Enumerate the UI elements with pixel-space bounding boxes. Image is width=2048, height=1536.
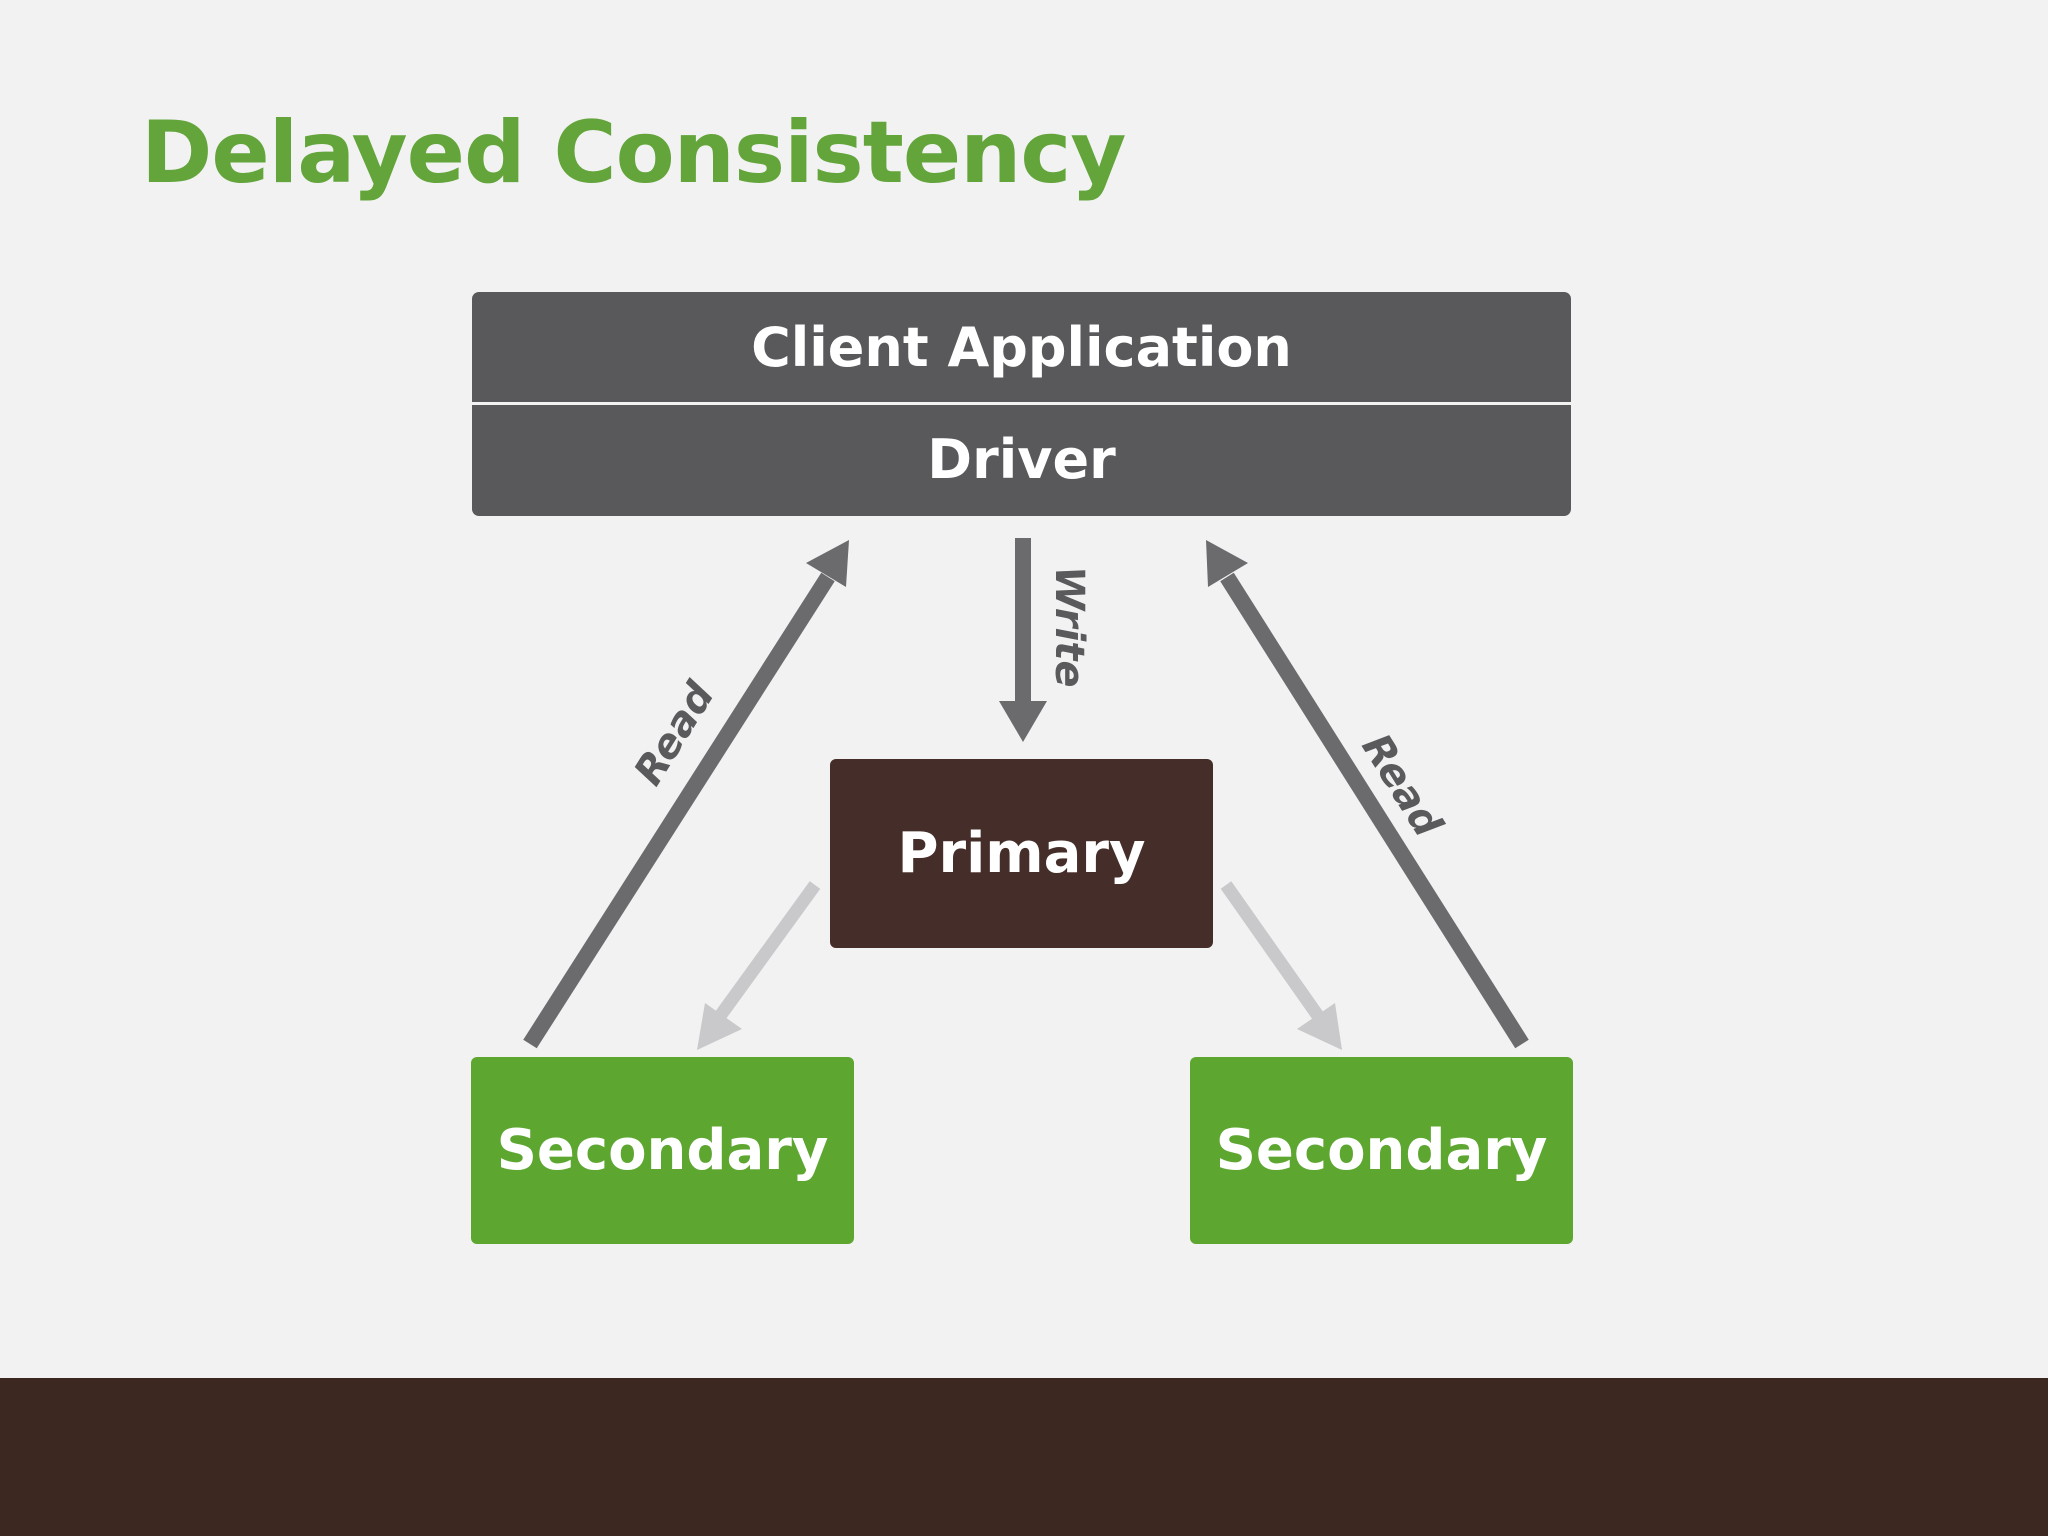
secondary-node-right: Secondary <box>1190 1057 1573 1244</box>
read-right-arrow-shaft <box>1220 572 1529 1049</box>
write-arrowhead <box>999 701 1047 742</box>
client-driver-divider <box>472 402 1571 405</box>
secondary-node-left: Secondary <box>471 1057 854 1244</box>
read-arrow-left <box>523 540 849 1049</box>
client-application-layer: Client Application <box>472 292 1571 402</box>
read-right-arrowhead <box>1206 540 1248 587</box>
write-arrow <box>999 538 1047 742</box>
replication-arrow-right <box>1220 881 1342 1050</box>
read-left-arrowhead <box>806 540 849 587</box>
replication-right-arrowhead <box>1297 1003 1342 1050</box>
footer-band <box>0 1378 2048 1536</box>
primary-node: Primary <box>830 759 1213 948</box>
replication-right-arrow-shaft <box>1220 881 1329 1027</box>
replication-arrow-left <box>697 881 821 1050</box>
driver-layer: Driver <box>472 402 1571 516</box>
read-arrow-right <box>1206 540 1529 1049</box>
slide-title: Delayed Consistency <box>141 103 1126 203</box>
write-label: Write <box>1046 566 1092 687</box>
read-left-arrow-shaft <box>523 572 835 1049</box>
secondary-left-label: Secondary <box>496 1118 829 1183</box>
replication-left-arrowhead <box>697 1003 742 1050</box>
primary-label: Primary <box>897 821 1146 886</box>
client-application-label: Client Application <box>751 315 1292 379</box>
driver-label: Driver <box>927 427 1116 491</box>
secondary-right-label: Secondary <box>1215 1118 1548 1183</box>
replication-left-arrow-shaft <box>709 881 821 1027</box>
